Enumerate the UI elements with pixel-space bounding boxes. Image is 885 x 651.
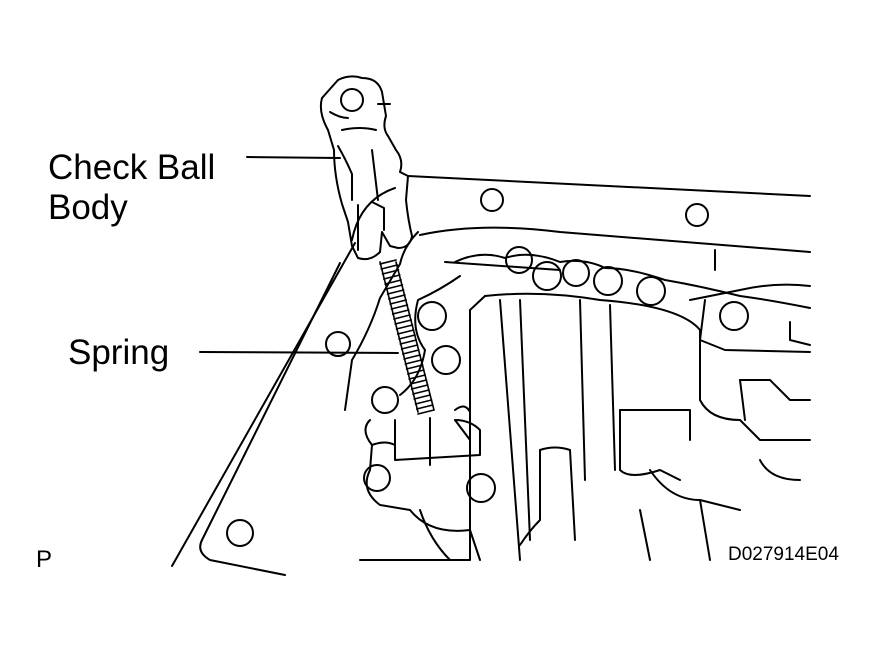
spring-coil <box>417 409 435 415</box>
spring-coil <box>385 284 404 290</box>
spring-coil <box>389 299 407 305</box>
spring-coil <box>400 344 419 350</box>
spring-coil <box>410 384 429 390</box>
spring-coil <box>399 339 418 345</box>
spring-coil <box>390 304 409 310</box>
spring-coil <box>404 359 423 365</box>
spring-seat <box>359 405 481 561</box>
check-ball-body-label-line1: Check Ball <box>48 148 216 187</box>
spring-coil <box>396 329 415 335</box>
check-ball-body-label-line2: Body <box>48 188 128 227</box>
spring-coil <box>405 364 424 370</box>
spring-coil <box>408 374 426 380</box>
spring-coil <box>398 334 416 340</box>
check-ball-body-leader <box>246 156 341 159</box>
spring-coil <box>382 274 401 280</box>
spring-coil <box>386 289 405 295</box>
leader-lines <box>199 156 399 354</box>
view-marker: P <box>36 546 53 573</box>
spring-coil <box>409 379 428 385</box>
valve-body-outline <box>171 175 811 576</box>
spring-coil <box>395 324 414 330</box>
spring-coil <box>403 354 421 360</box>
spring-coil <box>414 399 433 405</box>
spring-coil <box>384 279 402 285</box>
spring-coil <box>381 269 400 275</box>
spring-coil <box>380 264 399 270</box>
spring-leader <box>199 351 399 354</box>
spring-coil <box>391 309 410 315</box>
spring-coil <box>407 369 425 375</box>
spring-coils <box>379 259 435 415</box>
spring-coil <box>412 389 430 395</box>
channel-contours <box>399 249 811 561</box>
check-ball-body <box>319 75 413 261</box>
spring-coil <box>415 404 434 410</box>
spring-coil <box>379 259 397 265</box>
spring-label: Spring <box>68 333 170 372</box>
check-ball-body-label: Check Ball Body <box>48 148 215 228</box>
figure-id: D027914E04 <box>728 544 839 565</box>
spring-coil <box>401 349 420 355</box>
spring-coil <box>394 319 413 325</box>
spring-coil <box>393 314 411 320</box>
bolt-holes <box>226 188 749 547</box>
spring-coil <box>388 294 406 300</box>
spring <box>379 259 435 415</box>
spring-coil <box>413 394 432 400</box>
